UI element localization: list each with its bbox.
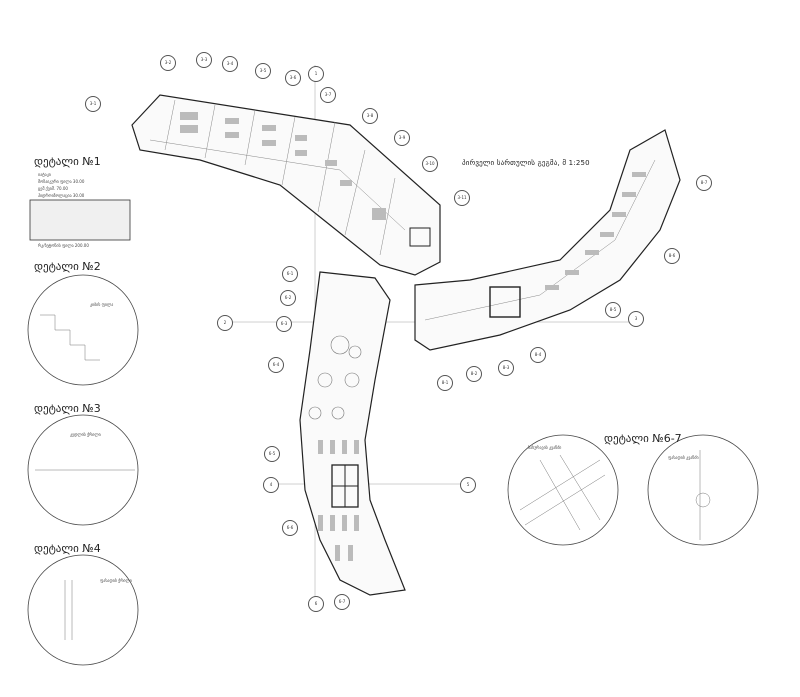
detail-67-label: დეტალი №6-7 xyxy=(604,432,682,445)
grid-axis-marker: 3 xyxy=(628,311,644,327)
axis-bubble: 3-11 xyxy=(454,190,470,206)
axis-bubble: 6-2 xyxy=(280,290,296,306)
grid-axis-marker: 6 xyxy=(308,596,324,612)
grid-axis-marker: 1 xyxy=(308,66,324,82)
detail-7-note: ფასადის კვანძი xyxy=(668,455,699,460)
axis-bubble: 6-3 xyxy=(276,316,292,332)
detail-1-note: რკ/ბეტონის ფილა 200.00 xyxy=(38,243,89,248)
detail-1-note: ჰიდროიზოლაცია 30.00 xyxy=(38,193,85,198)
axis-bubble: 3-7 xyxy=(320,87,336,103)
detail-1-label: დეტალი №1 xyxy=(34,155,101,168)
axis-bubble: 3-8 xyxy=(362,108,378,124)
detail-3-label: დეტალი №3 xyxy=(34,402,101,415)
axis-bubble: 3-2 xyxy=(160,55,176,71)
axis-bubble: 6-1 xyxy=(282,266,298,282)
axis-bubble: 8-3 xyxy=(498,360,514,376)
grid-axis-marker: 2 xyxy=(217,315,233,331)
axis-bubble: 6-6 xyxy=(282,520,298,536)
grid-axis-marker: 4 xyxy=(263,477,279,493)
detail-3-note: კედლის ჭრილი xyxy=(70,432,101,437)
axis-bubble: 3-1 xyxy=(85,96,101,112)
axis-bubble: 8-5 xyxy=(605,302,621,318)
detail-6-note: სახურავის კვანძი xyxy=(528,445,562,450)
axis-bubble: 8-2 xyxy=(466,366,482,382)
bottom-wing xyxy=(299,271,406,596)
axis-bubble: 6-7 xyxy=(334,594,350,610)
detail-1-note: ცემ.ქვიშ. 70.00 xyxy=(38,186,68,191)
axis-bubble: 3-6 xyxy=(285,70,301,86)
axis-bubble: 8-4 xyxy=(530,347,546,363)
detail-2-note: კიბის ფილა xyxy=(90,302,114,307)
detail-2-label: დეტალი №2 xyxy=(34,260,101,273)
axis-bubble: 8-1 xyxy=(437,375,453,391)
axis-bubble: 3-3 xyxy=(196,52,212,68)
top-wing xyxy=(131,94,441,276)
axis-bubble: 6-5 xyxy=(264,446,280,462)
detail-4-note: ფასადის ჭრილი xyxy=(100,578,132,583)
axis-bubble: 3-5 xyxy=(255,63,271,79)
detail-1-note: იატაკი xyxy=(38,172,51,177)
axis-bubble: 3-10 xyxy=(422,156,438,172)
grid-axis-marker: 5 xyxy=(460,477,476,493)
detail-1-note: მოზაიკური ფილა 30.00 xyxy=(38,179,85,184)
axis-bubble: 6-4 xyxy=(268,357,284,373)
axis-bubble: 3-4 xyxy=(222,56,238,72)
axis-bubble: 3-9 xyxy=(394,130,410,146)
plan-title: პირველი სართულის გეგმა, მ 1:250 xyxy=(462,159,590,167)
axis-bubble: 8-6 xyxy=(664,248,680,264)
detail-4-label: დეტალი №4 xyxy=(34,542,101,555)
right-wing xyxy=(414,129,681,351)
axis-bubble: 8-7 xyxy=(696,175,712,191)
